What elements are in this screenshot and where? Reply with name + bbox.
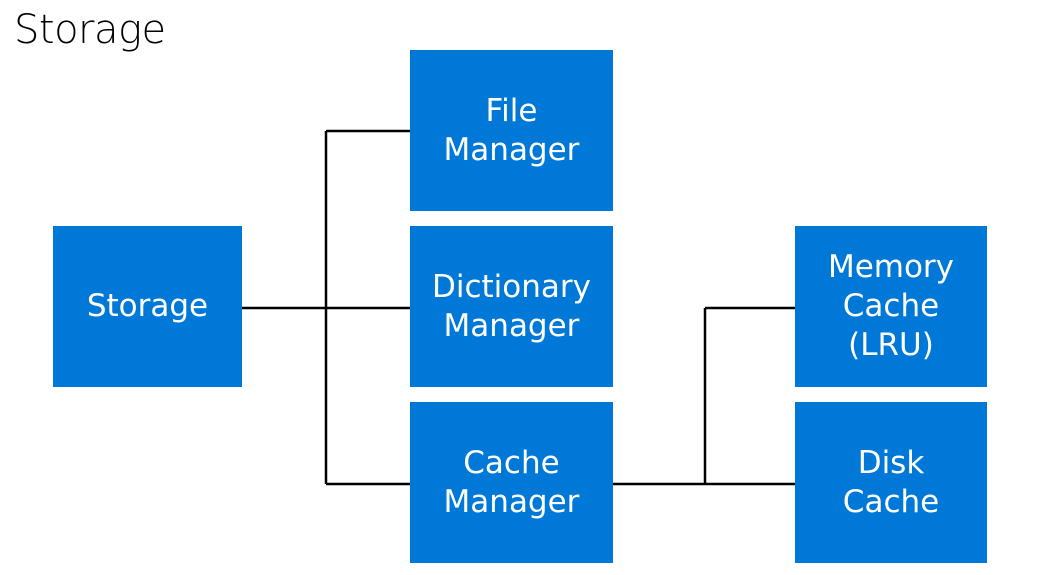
node-disk-cache: Disk Cache [795, 402, 987, 563]
node-file-manager-label: File Manager [443, 92, 580, 168]
node-storage: Storage [53, 226, 242, 387]
node-memory-cache: Memory Cache (LRU) [795, 226, 987, 387]
node-dictionary-manager: Dictionary Manager [410, 226, 613, 387]
node-cache-manager: Cache Manager [410, 402, 613, 563]
node-disk-cache-label: Disk Cache [842, 444, 940, 520]
node-storage-label: Storage [86, 288, 209, 324]
page-title: Storage [14, 7, 166, 53]
node-cache-manager-label: Cache Manager [443, 444, 580, 520]
node-file-manager: File Manager [410, 50, 613, 211]
node-memory-cache-label: Memory Cache (LRU) [827, 249, 955, 363]
node-dictionary-manager-label: Dictionary Manager [432, 268, 591, 344]
